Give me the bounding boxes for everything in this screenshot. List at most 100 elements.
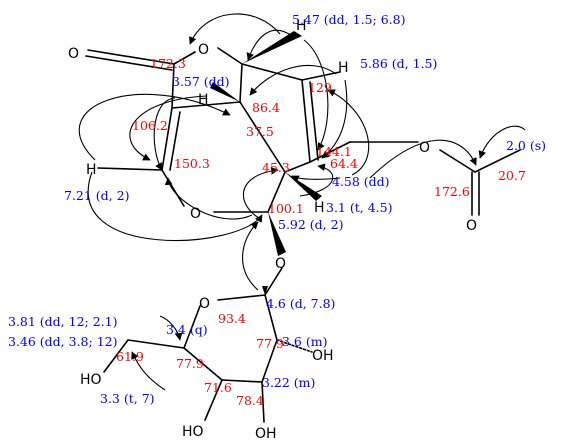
c-shift-644: 64.4 [330, 156, 358, 171]
h-shift-592: 5.92 (d, 2) [278, 217, 343, 232]
hmbc-correlations [78, 13, 526, 391]
wedge-c1001-o [268, 212, 286, 256]
bond-o-c1726 [439, 149, 476, 173]
atom-o-sugar-ring: O [199, 296, 210, 312]
bond-c1503-h [97, 167, 163, 171]
bond-c784-oh [261, 381, 265, 423]
h-shift-458: 4.58 (dd) [332, 174, 390, 189]
h-shift-721: 7.21 (d, 2) [64, 188, 129, 203]
atom-o-ester: O [419, 140, 430, 156]
c-shift-129: 129 [308, 80, 332, 95]
atom-ho-c6: HO [80, 372, 102, 388]
h-shift-381: 3.81 (dd, 12; 2.1) [8, 314, 117, 329]
atom-h-586: H [338, 60, 349, 76]
bond-c779b-oh [276, 339, 313, 353]
c-shift-864: 86.4 [252, 100, 280, 115]
arrow-h33-c619 [131, 351, 166, 391]
arrow-h458-c1726 [369, 139, 477, 179]
bond-c864-c129 [241, 63, 303, 81]
arrow-h592-c1503 [164, 177, 253, 220]
bond-c619-oh [103, 339, 129, 373]
arrow-h547-c1723 [189, 13, 281, 45]
arrow-h721-c1001 [88, 171, 263, 241]
atom-o-pyran: O [190, 206, 201, 222]
h-shift-20: 2.0 (s) [506, 138, 546, 153]
arrow-h586-c375 [249, 65, 337, 96]
atom-h-31: H [314, 200, 325, 216]
atom-ho-c5: HO [182, 424, 204, 440]
h-shift-357: 3.57 (dd) [172, 74, 230, 89]
c-shift-1001: 100.1 [268, 201, 304, 216]
arrow-h458-c129 [327, 89, 370, 176]
atom-o-lactone-carbonyl: O [68, 46, 79, 62]
carbon-shift-labels: 172.3 129 86.4 106.2 37.5 144.1 150.3 45… [116, 56, 526, 408]
c-shift-619: 61.9 [116, 349, 144, 364]
bond-c1726-c207 [474, 149, 521, 173]
arrow-h46-c1001 [242, 221, 259, 291]
wedge-c864-h [242, 31, 302, 64]
bond-c934-o-ring [217, 294, 266, 301]
h-shift-31: 3.1 (t, 4.5) [326, 200, 392, 215]
wedge-c934-h [262, 286, 268, 295]
proton-shift-labels: 5,47 (dd, 1.5; 6.8) 5.86 (d, 1.5) 3.57 (… [8, 12, 546, 406]
arrow-h592-c453 [242, 166, 279, 221]
h-shift-547: 5,47 (dd, 1.5; 6.8) [292, 12, 405, 27]
arrow-h357-c1062 [153, 97, 176, 171]
atom-o-acetyl-carbonyl: O [466, 218, 477, 234]
bond-c1441-c644 [309, 141, 351, 163]
bond-c1441-c453 [284, 161, 311, 173]
arrow-h381-c779 [159, 315, 183, 341]
c-shift-716: 71.6 [204, 380, 232, 395]
atom-h-357: H [198, 92, 209, 108]
bond-carbonyl-1 [87, 49, 175, 65]
c-shift-779a: 77.9 [176, 356, 204, 371]
c-shift-1503: 150.3 [174, 156, 210, 171]
c-shift-1062: 106.2 [132, 118, 168, 133]
h-shift-34: 3.4 (q) [166, 322, 208, 337]
c-shift-784: 78.4 [236, 393, 264, 408]
c-shift-375: 37.5 [246, 124, 274, 139]
c-shift-1723: 172.3 [150, 56, 186, 71]
bond-c779-c716 [183, 347, 223, 381]
atom-o-lactone-ring: O [198, 42, 209, 58]
bond-lactone-o-c [217, 47, 243, 65]
bond-c453-c375 [239, 101, 286, 173]
atom-h-547: H [296, 18, 307, 34]
c-shift-453: 45.3 [262, 160, 290, 175]
arrow-h31-c1441 [299, 163, 334, 197]
atom-labels: O O O O O O O H H H H H OH OH HO HO [68, 18, 477, 441]
bond-o-c934 [264, 267, 283, 296]
atom-h-721: H [86, 162, 97, 178]
c-shift-934: 93.4 [218, 311, 246, 326]
bond-c716-c784 [221, 379, 263, 383]
c-shift-207: 20.7 [498, 168, 526, 183]
h-shift-36: 3.6 (m) [282, 334, 327, 349]
h-shift-322: 3.22 (m) [262, 375, 315, 390]
bond-c1062-c1503-double [169, 111, 181, 171]
bond-o-ring-c779 [183, 305, 201, 349]
bond-c716-oh [204, 379, 223, 421]
arrow-h547-c864 [246, 29, 293, 61]
h-shift-586: 5.86 (d, 1.5) [360, 56, 437, 71]
atom-o-glycosidic: O [275, 256, 286, 272]
bond-c779-c619 [127, 339, 185, 349]
bond-c1503-o [161, 169, 185, 207]
c-shift-1441: 144.1 [316, 144, 352, 159]
h-shift-33: 3.3 (t, 7) [100, 391, 155, 406]
bond-c1001-c453 [267, 171, 286, 213]
c-shift-1726: 172.6 [434, 184, 470, 199]
arrow-h458-c453 [291, 175, 341, 183]
c-shift-779b: 77.9 [256, 336, 284, 351]
wedge-c453-h [285, 172, 322, 201]
bond-c129-c1441-double [309, 81, 319, 161]
h-shift-46: 4.6 (d, 7.8) [266, 296, 335, 311]
bond-c779b-c934 [264, 294, 278, 341]
bond-c129-h [301, 71, 341, 81]
molecule-skeleton [85, 47, 521, 423]
bond-c784-c779b [261, 339, 278, 383]
bond-lactone-c-o [173, 51, 196, 65]
h-shift-346: 3.46 (dd, 3.8; 12) [8, 334, 117, 349]
arrow-h357-c1723-loop [129, 95, 207, 161]
wedge-c375-h [210, 82, 240, 102]
